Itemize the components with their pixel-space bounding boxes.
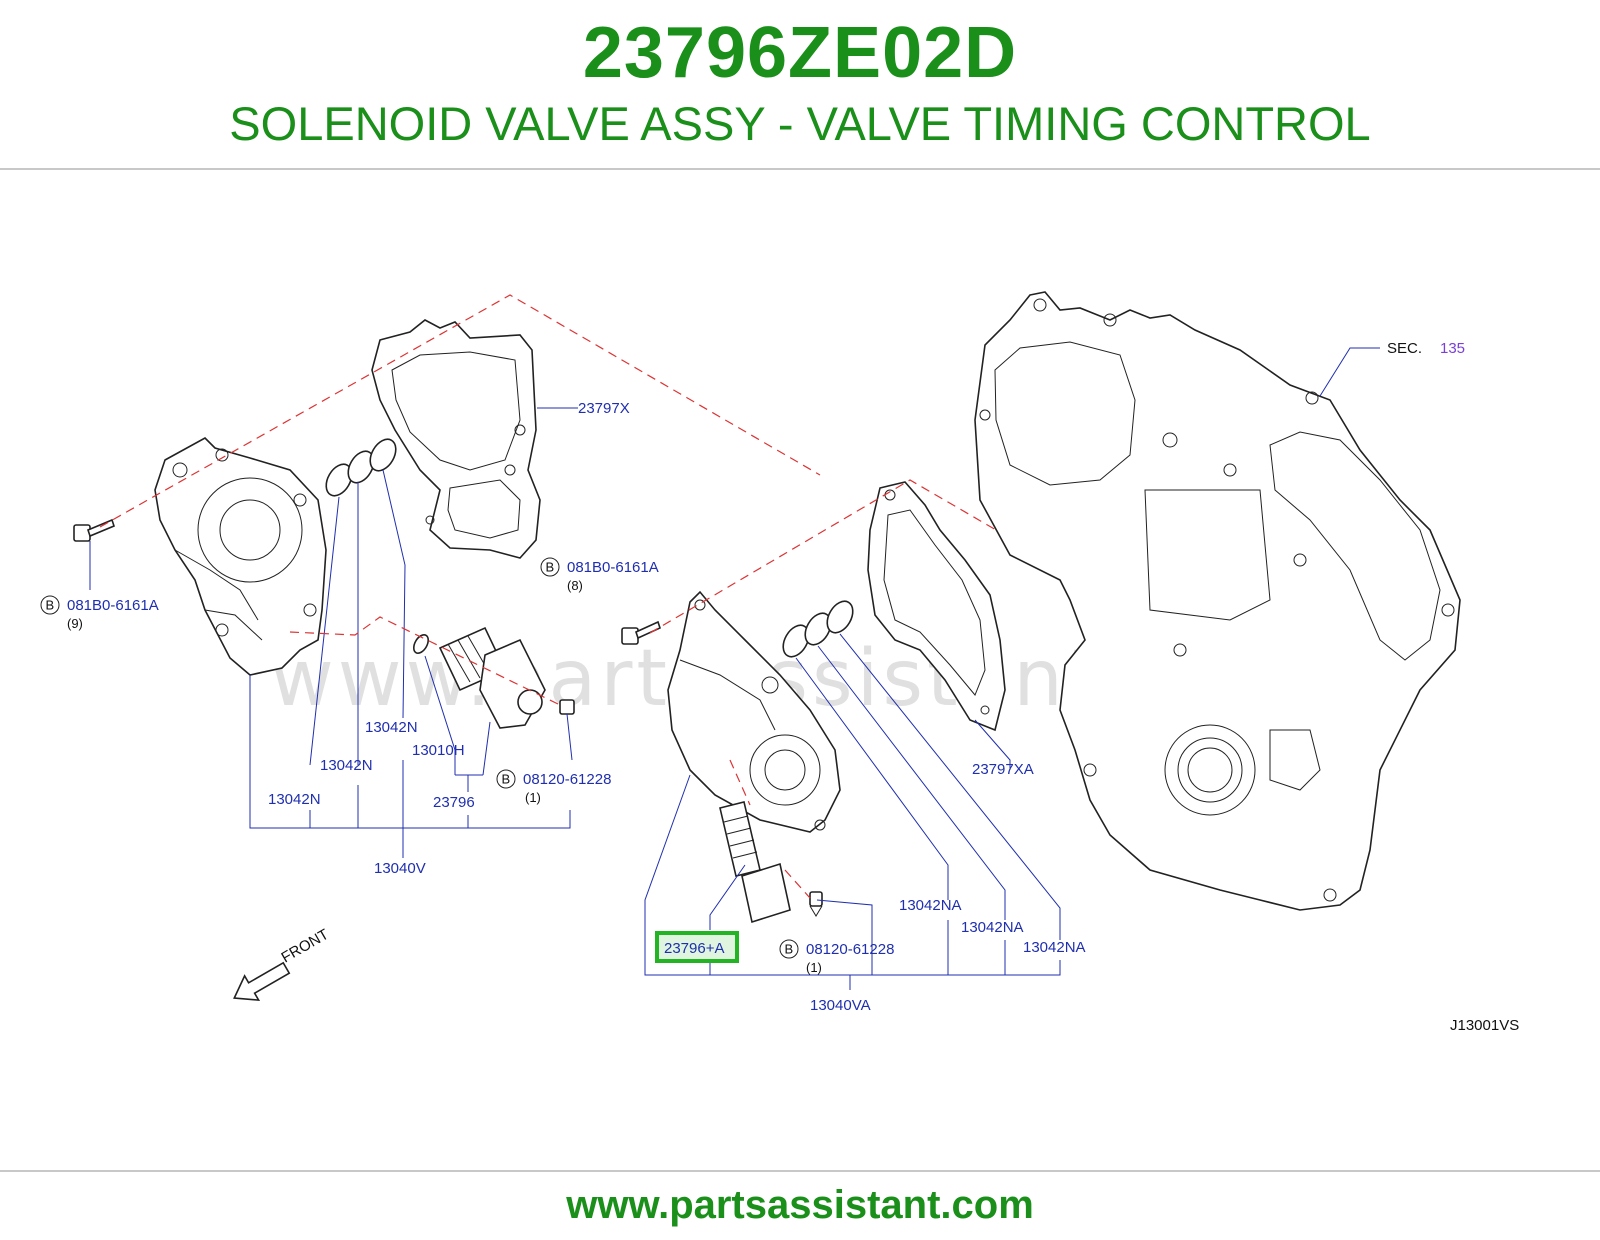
- left-o-rings: [325, 438, 397, 497]
- middle-callout-lines: [644, 633, 1061, 990]
- qty-1-right: (1): [806, 960, 822, 975]
- page-header: 23796ZE02D SOLENOID VALVE ASSY - VALVE T…: [0, 0, 1600, 168]
- qty-9: (9): [67, 616, 83, 631]
- label-13042na-a[interactable]: 13042NA: [899, 897, 962, 914]
- left-callout-lines: [89, 407, 578, 858]
- label-13040v[interactable]: 13040V: [374, 860, 426, 877]
- left-alignment-dashes: [99, 294, 821, 706]
- label-23796a[interactable]: 23796+A: [664, 940, 724, 957]
- left-gasket: [371, 319, 541, 559]
- label-13042na-b[interactable]: 13042NA: [961, 919, 1024, 936]
- header-divider: [0, 168, 1600, 170]
- left-solenoid-valve: [412, 626, 575, 729]
- highlighted-part-23796a[interactable]: 23796+A: [655, 931, 739, 963]
- figure-code: J13001VS: [1450, 1017, 1519, 1034]
- front-direction-indicator: FRONT: [233, 926, 332, 1002]
- label-08120-61228-left[interactable]: 08120-61228: [523, 771, 611, 788]
- left-cover-housing: [154, 437, 327, 676]
- bolt-marker-letter: B: [546, 560, 555, 575]
- bolt-marker-letter: B: [785, 942, 794, 957]
- label-13040va[interactable]: 13040VA: [810, 997, 871, 1014]
- sec-label: SEC.: [1387, 340, 1422, 357]
- bolt-marker-left: B: [40, 595, 60, 615]
- label-13042n-b[interactable]: 13042N: [320, 757, 373, 774]
- middle-bolt: [621, 620, 661, 645]
- qty-8: (8): [567, 578, 583, 593]
- left-bolt: [73, 518, 115, 542]
- front-label: FRONT: [279, 926, 332, 967]
- middle-cover-housing: [667, 590, 841, 833]
- label-081b0-6161a-middle[interactable]: 081B0-6161A: [567, 559, 659, 576]
- bolt-marker-left-lower: B: [496, 769, 516, 789]
- parts-diagram: www.partsassistant.com: [40, 291, 1519, 1034]
- bolt-marker-letter: B: [502, 772, 511, 787]
- middle-o-rings: [782, 600, 854, 658]
- footer-divider: [0, 1170, 1600, 1172]
- footer-site-url[interactable]: www.partsassistant.com: [566, 1183, 1034, 1227]
- label-08120-61228-right[interactable]: 08120-61228: [806, 941, 894, 958]
- bolt-marker-middle: B: [540, 557, 560, 577]
- label-13042n-a[interactable]: 13042N: [365, 719, 418, 736]
- part-description: SOLENOID VALVE ASSY - VALVE TIMING CONTR…: [229, 97, 1371, 150]
- front-timing-cover: [974, 291, 1461, 911]
- middle-gasket: [867, 481, 1006, 732]
- label-13042n-c[interactable]: 13042N: [268, 791, 321, 808]
- qty-1-left: (1): [525, 790, 541, 805]
- label-081b0-6161a-left[interactable]: 081B0-6161A: [67, 597, 159, 614]
- part-number-title: 23796ZE02D: [582, 13, 1018, 93]
- bolt-marker-letter: B: [46, 598, 55, 613]
- section-reference: SEC. 135: [1319, 340, 1465, 397]
- sec-number-link[interactable]: 135: [1440, 340, 1465, 357]
- label-23796[interactable]: 23796: [433, 794, 475, 811]
- label-23797xa[interactable]: 23797XA: [972, 761, 1034, 778]
- label-13042na-c[interactable]: 13042NA: [1023, 939, 1086, 956]
- label-23797x[interactable]: 23797X: [578, 400, 630, 417]
- middle-solenoid-valve: [719, 801, 823, 924]
- label-13010h[interactable]: 13010H: [412, 742, 465, 759]
- bolt-marker-right: B: [779, 939, 799, 959]
